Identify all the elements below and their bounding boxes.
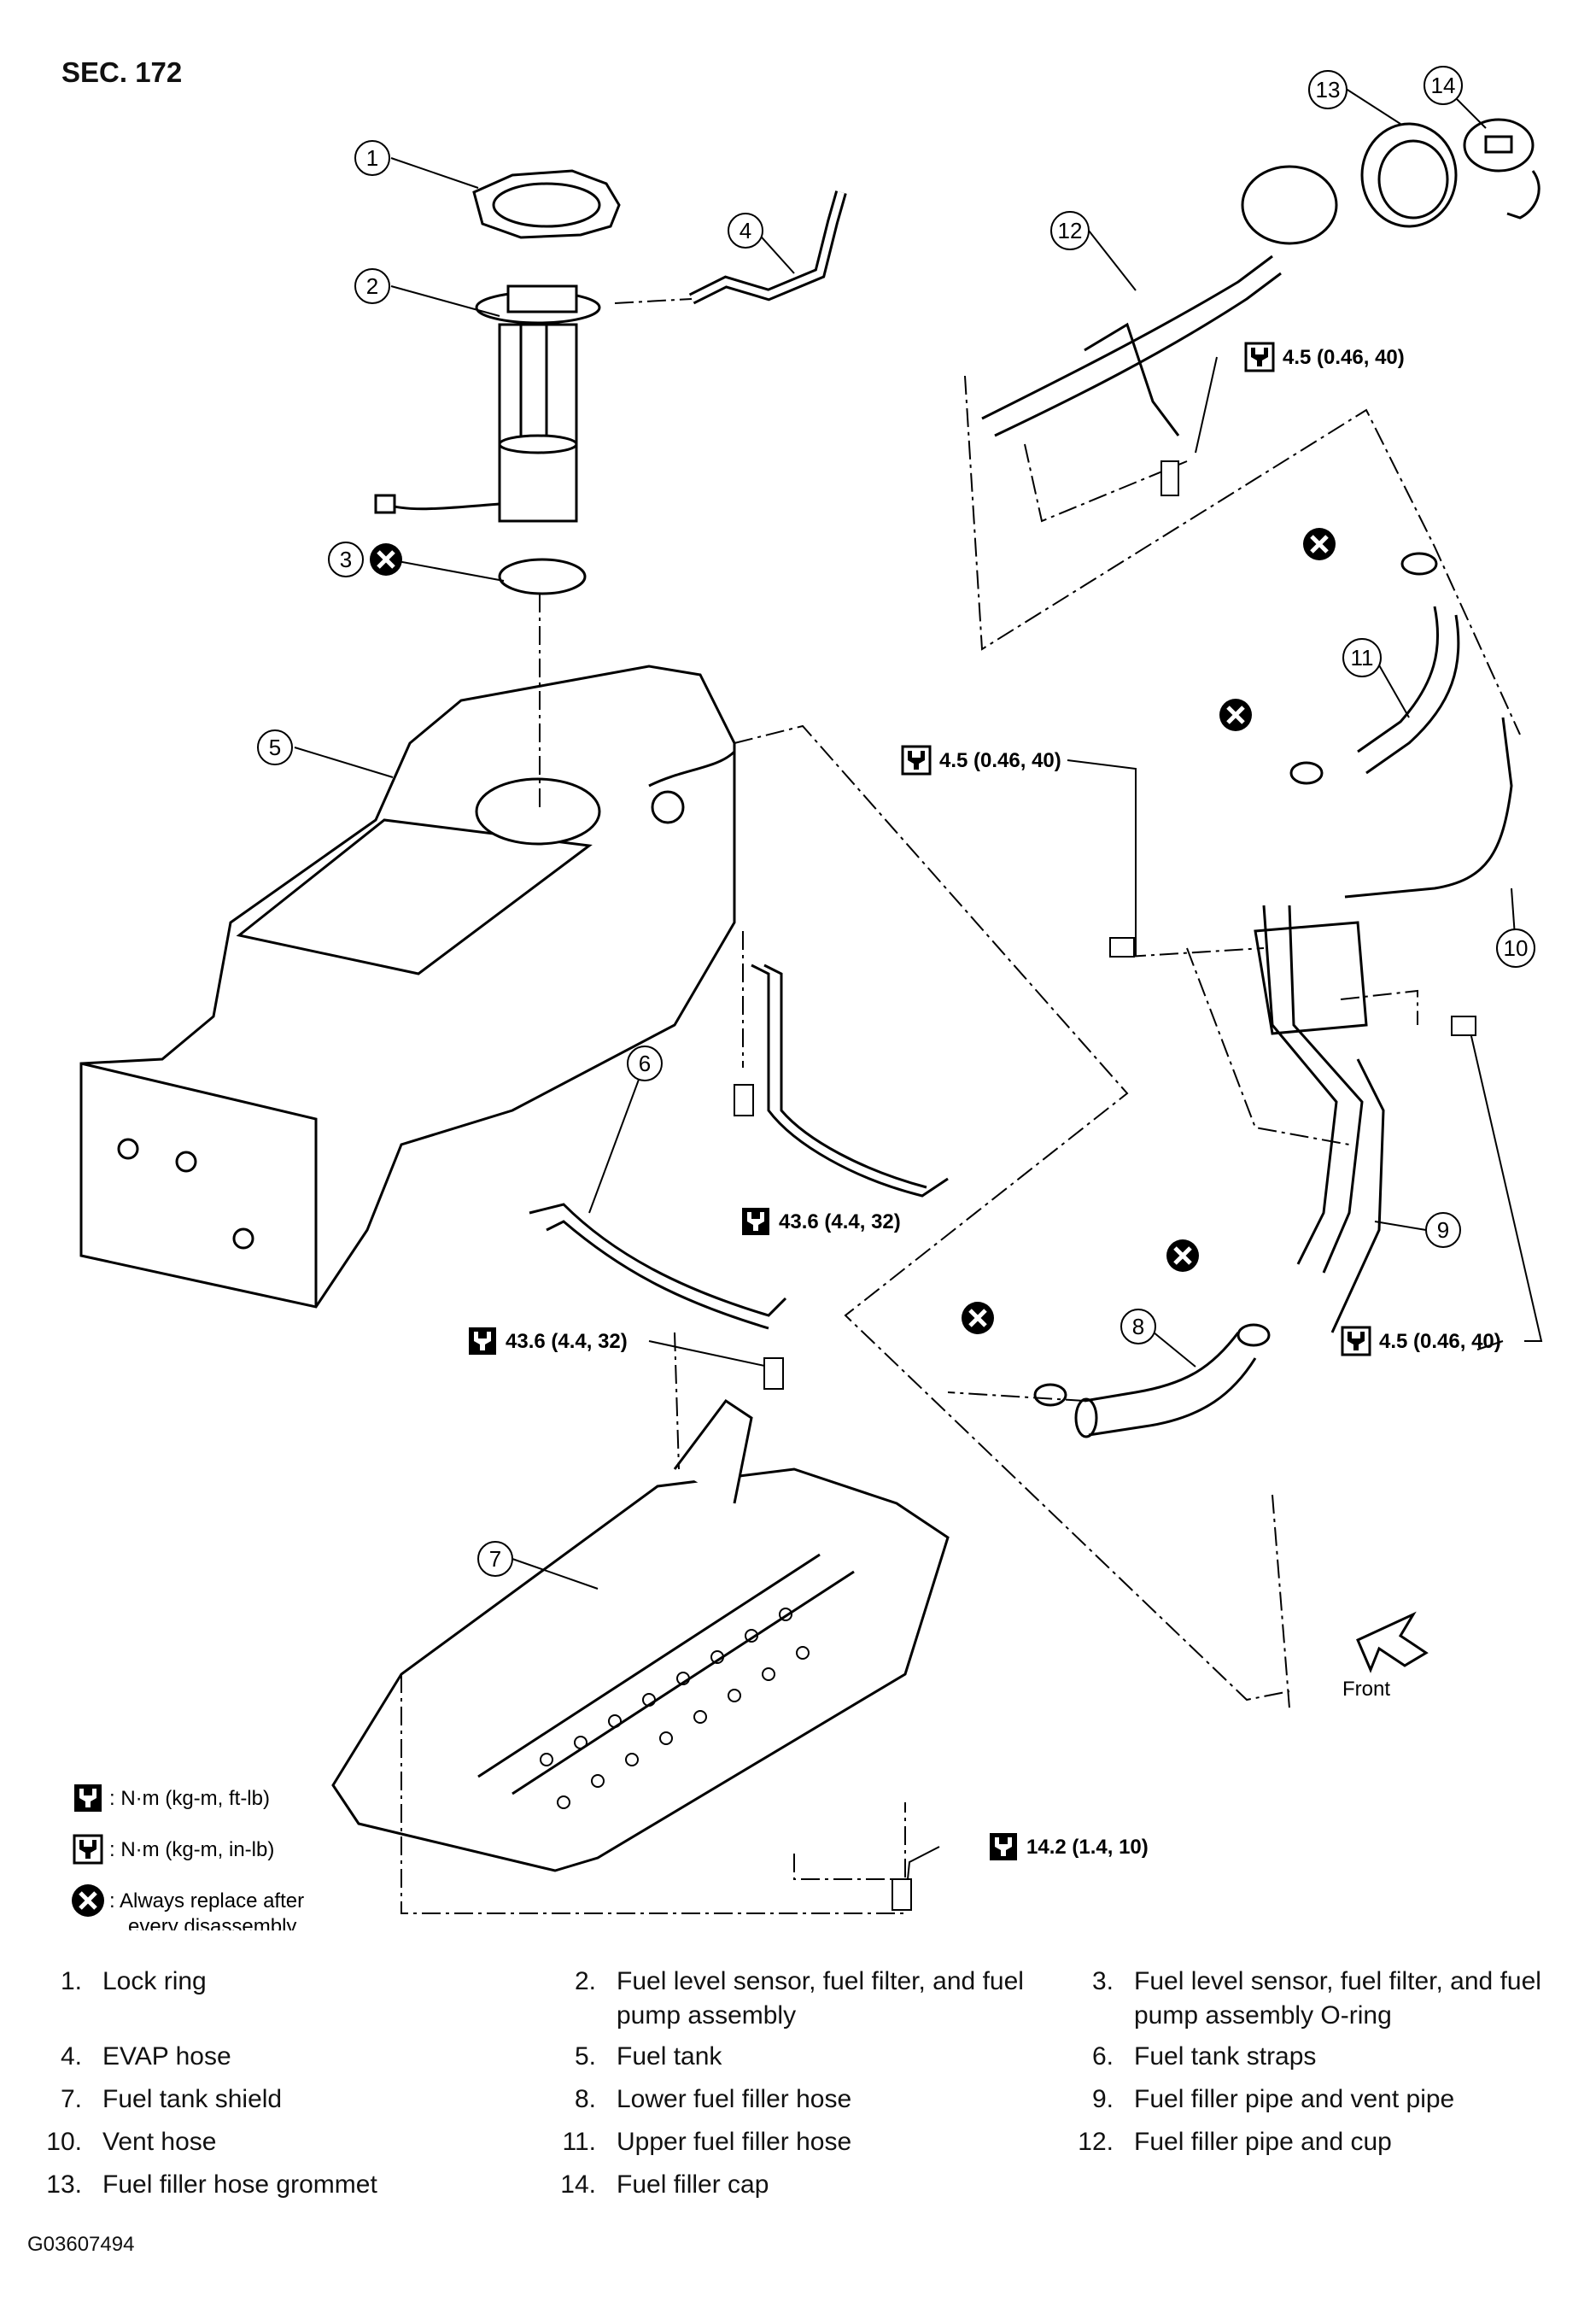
svg-text:8: 8 [1132, 1314, 1144, 1339]
callout: 2 [354, 268, 390, 304]
torque-ftlb-icon [74, 1784, 102, 1812]
section-label: SEC. 172 [61, 56, 183, 88]
part-item-3: 3.Fuel level sensor, fuel filter, and fu… [1091, 1967, 1541, 2030]
pump-o-ring [498, 558, 587, 595]
part-item-11: 11.Upper fuel filler hose [562, 2128, 852, 2156]
reference-lines [400, 298, 1521, 1914]
svg-text:9: 9 [1437, 1217, 1449, 1243]
replace-marker-icon [962, 1302, 994, 1334]
torque-spec: 4.5 (0.46, 40) [1244, 342, 1405, 372]
exploded-fuel-system-diagram: 1 2 3 4 5 6 7 8 9 10 11 12 [0, 66, 1543, 1930]
part-item-10: 10.Vent hose [46, 2128, 217, 2156]
hose-clamps [1033, 552, 1438, 1407]
figure-code: G03607494 [27, 2233, 135, 2256]
svg-text:6: 6 [639, 1051, 651, 1076]
svg-text:12: 12 [1058, 218, 1083, 243]
callout: 14 [1424, 66, 1463, 105]
svg-text:4.5 (0.46, 40): 4.5 (0.46, 40) [1283, 346, 1405, 369]
lock-ring [472, 169, 621, 239]
replace-marker-icon [370, 543, 402, 576]
part-item-1: 1.Lock ring [60, 1967, 207, 1995]
torque-spec: 14.2 (1.4, 10) [990, 1833, 1149, 1860]
replace-marker-icon [1219, 699, 1252, 731]
callout: 8 [1120, 1309, 1156, 1344]
upper-fuel-filler-hose [1357, 606, 1460, 775]
callout: 6 [627, 1046, 663, 1081]
fuel-tank-straps [529, 964, 949, 1330]
svg-text:5: 5 [269, 735, 281, 760]
lower-fuel-filler-hose [1074, 1332, 1257, 1438]
callout: 9 [1425, 1212, 1461, 1248]
part-item-12: 12.Fuel filler pipe and cup [1078, 2128, 1392, 2156]
part-item-7: 7.Fuel tank shield [60, 2085, 283, 2113]
callout: 1 [354, 140, 390, 176]
fuel-filler-hose-grommet [1360, 122, 1458, 228]
callout: 13 [1308, 70, 1348, 109]
part-item-4: 4.EVAP hose [60, 2042, 231, 2071]
svg-text:4.5 (0.46, 40): 4.5 (0.46, 40) [939, 749, 1061, 772]
svg-text:2: 2 [366, 273, 378, 299]
part-item-5: 5.Fuel tank [574, 2042, 722, 2071]
svg-text:13: 13 [1316, 77, 1341, 103]
torque-inlb-icon [73, 1834, 103, 1865]
svg-text:4: 4 [740, 218, 751, 243]
callout: 11 [1342, 638, 1382, 677]
callout: 10 [1496, 928, 1535, 968]
svg-text:every disassembly: every disassembly [128, 1915, 296, 1930]
svg-text:43.6 (4.4, 32): 43.6 (4.4, 32) [506, 1330, 628, 1353]
svg-text:43.6 (4.4, 32): 43.6 (4.4, 32) [779, 1210, 901, 1233]
svg-text:7: 7 [489, 1546, 501, 1572]
part-item-14: 14.Fuel filler cap [560, 2170, 769, 2199]
fuel-filler-pipe-and-cup [981, 165, 1338, 437]
bolts [734, 460, 1476, 1911]
fuel-filler-pipe-and-vent-pipe [1254, 905, 1385, 1333]
front-arrow-icon [1356, 1611, 1429, 1673]
svg-text:: Always replace after: : Always replace after [109, 1889, 304, 1912]
fuel-pump-module [374, 284, 601, 523]
torque-spec: 43.6 (4.4, 32) [469, 1327, 628, 1355]
svg-text:11: 11 [1351, 645, 1374, 671]
vent-hose [1344, 717, 1513, 899]
part-item-6: 6.Fuel tank straps [1091, 2042, 1317, 2071]
callout: 3 [328, 542, 364, 577]
leader-lines [294, 85, 1543, 1906]
callout: 12 [1050, 211, 1090, 250]
symbol-legend: : N·m (kg-m, ft-lb) : N·m (kg-m, in-lb) … [72, 1784, 304, 1930]
svg-text:3: 3 [340, 547, 352, 572]
svg-text:4.5 (0.46, 40): 4.5 (0.46, 40) [1379, 1330, 1501, 1353]
replace-marker-icon [1303, 528, 1336, 560]
evap-hose [688, 190, 847, 305]
svg-text:14: 14 [1431, 73, 1456, 98]
torque-spec: 4.5 (0.46, 40) [901, 745, 1061, 776]
torque-spec: 4.5 (0.46, 40) [1341, 1326, 1501, 1356]
front-direction-indicator: Front [1342, 1611, 1429, 1701]
svg-text:Front: Front [1342, 1678, 1390, 1701]
svg-text:10: 10 [1504, 935, 1529, 961]
callout: 4 [728, 213, 763, 249]
part-item-2: 2.Fuel level sensor, fuel filter, and fu… [574, 1967, 1024, 2030]
replace-marker-icon [1166, 1239, 1199, 1272]
callout: 5 [257, 729, 293, 765]
fuel-tank-shield [331, 1398, 950, 1872]
torque-spec: 43.6 (4.4, 32) [742, 1208, 901, 1235]
svg-text:: N·m (kg-m, in-lb): : N·m (kg-m, in-lb) [109, 1838, 274, 1861]
svg-text:14.2 (1.4, 10): 14.2 (1.4, 10) [1026, 1836, 1149, 1859]
svg-text:: N·m (kg-m, ft-lb): : N·m (kg-m, ft-lb) [109, 1787, 270, 1810]
callout: 7 [477, 1541, 513, 1577]
part-item-13: 13.Fuel filler hose grommet [46, 2170, 377, 2199]
replace-marker-icon [72, 1884, 104, 1917]
svg-text:1: 1 [366, 145, 378, 171]
part-item-8: 8.Lower fuel filler hose [574, 2085, 852, 2113]
part-item-9: 9.Fuel filler pipe and vent pipe [1091, 2085, 1455, 2113]
fuel-tank [79, 665, 736, 1309]
fuel-filler-cap [1463, 118, 1540, 220]
